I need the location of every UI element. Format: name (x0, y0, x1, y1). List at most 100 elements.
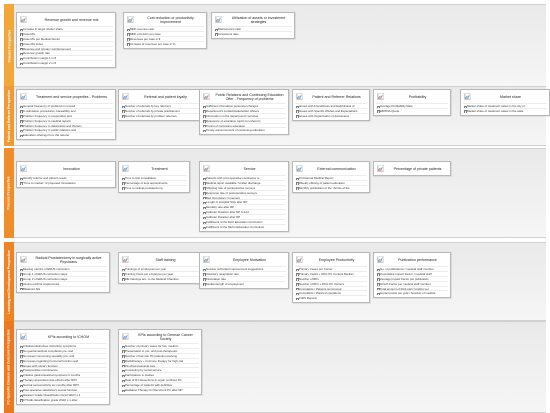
kpi-list-item[interactable]: Case Mix (19, 30, 113, 36)
kpi-list-item[interactable]: Increase in target shelter share (19, 26, 113, 31)
kpi-card[interactable]: Utilization of assets or investment stra… (211, 12, 295, 39)
kpi-card-header[interactable]: Innovation (17, 162, 115, 175)
kpi-list-item[interactable]: Participation in studies (121, 372, 199, 378)
kpi-list-item[interactable]: CIRS Reports (295, 295, 367, 301)
kpi-list-item[interactable]: Monthly publication of the "Article of t… (295, 184, 367, 190)
kpi-list-item[interactable]: Fulfillment of the EAU Education Curricu… (202, 219, 286, 224)
kpi-list-item[interactable]: Bed Occupancy in percent (202, 194, 286, 200)
kpi-list-item[interactable]: Number of referrals by key referrers (121, 103, 199, 108)
kpi-card[interactable]: Radical Prostatectomy in surgically acti… (16, 252, 110, 294)
kpi-list-item[interactable]: Problem frequency in diagnostics and the… (19, 122, 113, 128)
kpi-list-item[interactable]: Bilateral LNG (19, 285, 107, 291)
kpi-card-header[interactable]: KPIs according to ICHOM (17, 330, 109, 343)
kpi-list-item[interactable]: Issues with urinary function (19, 362, 107, 368)
kpi-list-item[interactable]: Provisional Medical Report (295, 175, 367, 180)
kpi-list-item[interactable]: Time to first consultation (121, 175, 187, 180)
kpi-list-item[interactable]: Meeting metrics of ERUS curriculum (19, 266, 107, 271)
kpi-list-item[interactable]: Median length of employment (202, 280, 286, 286)
kpi-list-item[interactable]: Post-operative satisfactory sexual funct… (19, 387, 107, 392)
kpi-card[interactable]: Public Relations and Continuing Educatio… (199, 89, 289, 136)
kpi-list-item[interactable]: Trainings of employees per year (121, 266, 199, 271)
kpi-card-header[interactable]: Employee Motivation (200, 253, 288, 266)
kpi-card-header[interactable]: Staff training (119, 253, 201, 266)
kpi-list-item[interactable]: Problem frequency in cooperation and (19, 112, 113, 118)
kpi-list-item[interactable]: Issues with Friendliness and Helpfulness… (295, 103, 367, 108)
kpi-card-header[interactable]: Publication performance (374, 253, 450, 266)
kpi-list-item[interactable]: Voluntary resignation rate (202, 270, 286, 276)
kpi-list-item[interactable]: No issues regarding hormonal function an… (19, 357, 107, 363)
kpi-list-item[interactable]: Fulfillment of the MeCu Education Curric… (202, 223, 286, 229)
kpi-list-item[interactable]: CTCAE classification grade WHO ≥ 1 after (19, 396, 107, 402)
kpi-list-item[interactable]: Psychooncological care (121, 362, 199, 368)
kpi-list-item[interactable]: Patients with post-operative continence … (202, 175, 286, 180)
kpi-list-item[interactable]: Therapy-associated side effects after RP… (19, 377, 107, 383)
kpi-list-item[interactable]: Relevance of education topics for referr… (202, 117, 286, 123)
kpi-list-item[interactable]: Shipping rate of postoperative surveys (202, 184, 286, 190)
kpi-list-item[interactable]: Presentation in pre- and post-therapeuti… (121, 347, 199, 353)
kpi-list-item[interactable]: Cumulative Impact Factor / medical staff (376, 270, 448, 276)
kpi-list-item[interactable]: Timing of continuing education (202, 122, 286, 128)
kpi-list-item[interactable]: Number of RPs (295, 275, 367, 281)
kpi-list-item[interactable]: Maintenance ratio (214, 26, 292, 31)
kpi-list-item[interactable]: Group 2 of ERUS curriculum steps (19, 275, 107, 281)
kpi-list-item[interactable]: Catheter Duration after RP S-12d (202, 209, 286, 215)
kpi-list-item[interactable]: Gleason Grade Classification Grad WHO ≥ … (19, 391, 107, 397)
kpi-list-item[interactable]: Timely announcement of continuing educat… (202, 127, 286, 133)
kpi-list-item[interactable]: Number submitted improvement suggestions (202, 266, 286, 271)
kpi-list-item[interactable]: Contribution margin 2 in € (19, 60, 113, 66)
kpi-list-item[interactable]: Catheter Duration after RP (202, 214, 286, 220)
kpi-list-item[interactable]: Irritative/obstructive micturition sympt… (19, 343, 107, 348)
kpi-list-item[interactable]: Contribution margin 1 in € (19, 55, 113, 61)
kpi-card-header[interactable]: Treatment and service properties - Probl… (17, 90, 115, 103)
kpi-list-item[interactable]: Revenues per case in € (126, 35, 204, 41)
kpi-list-item[interactable]: "Time to market" of proposed innovations (19, 179, 113, 185)
kpi-list-item[interactable]: Rate of R1 Resections in organ confined … (121, 377, 199, 383)
kpi-list-item[interactable]: Complaints / Planned operations (295, 290, 367, 296)
kpi-list-item[interactable]: Normal sexual activity six months after … (19, 382, 107, 388)
kpi-list-item[interactable]: Case Mix per Medical Doctor (19, 35, 113, 41)
kpi-list-item[interactable]: Weekly offering of patient education (295, 179, 367, 185)
kpi-list-item[interactable]: Vesico-urethral anastomosis (19, 280, 107, 286)
kpi-list-item[interactable]: MDK revenue ratio (126, 26, 204, 31)
kpi-list-item[interactable]: Group 1 of ERUS curriculum steps (19, 270, 107, 276)
kpi-list-item[interactable]: Education offerings from the referrer (19, 132, 113, 138)
kpi-card-header[interactable]: Referral and patient loyalty (119, 90, 201, 103)
kpi-card-header[interactable]: Patient and Referrer Relations (293, 90, 369, 103)
kpi-list-item[interactable]: Market share of treatment cases in the s… (463, 107, 547, 113)
kpi-list-item[interactable]: Case Mix Index (19, 40, 113, 46)
kpi-list-item[interactable]: Fluctuation rate (202, 275, 286, 281)
kpi-list-item[interactable]: No gastrointestinal complaints pre- and (19, 347, 107, 353)
kpi-card-header[interactable]: Radical Prostatectomy in surgically acti… (17, 253, 109, 266)
kpi-list-item[interactable]: Complaints / Patients summoned (295, 285, 367, 291)
kpi-list-item[interactable]: Irritative gastrointestinal symptoms 6 m… (19, 372, 107, 378)
kpi-list-item[interactable]: Issues with Specific Wishes and Expectat… (295, 107, 367, 113)
kpi-list-item[interactable]: Identify referrer and patient needs (19, 175, 113, 180)
kpi-list-item[interactable]: In admission procedures, traceability an… (19, 107, 113, 113)
kpi-list-item[interactable]: Problem frequency in medical reports (19, 117, 113, 123)
kpi-list-item[interactable]: Mortality rate after RP (202, 204, 286, 210)
kpi-card-header[interactable]: Service (200, 162, 288, 175)
kpi-list-item[interactable]: Issues with Organization of Admissions (295, 112, 367, 118)
kpi-list-item[interactable]: Response rate of postoperative surveys (202, 189, 286, 195)
kpi-list-item[interactable]: Counseling by social service (121, 367, 199, 373)
kpi-card-header[interactable]: Revenue growth and revenue mix (17, 13, 115, 26)
kpi-list-item[interactable]: Total amount of third-party funding per (376, 285, 448, 291)
kpi-list-item[interactable]: Radiotherapy + hormone therapy for high-… (121, 357, 199, 363)
kpi-card[interactable]: Percentage of private patients (373, 161, 451, 176)
kpi-list-item[interactable]: No issues concerning sexuality pre- and (19, 352, 107, 358)
kpi-list-item[interactable]: Information on the department's services (202, 112, 286, 118)
kpi-list-item[interactable]: Department's contact/stakeholder officer… (202, 107, 286, 113)
kpi-list-item[interactable]: Number of low risk PC patients receiving (121, 352, 199, 358)
kpi-list-item[interactable]: MDK provision per case (126, 30, 204, 36)
kpi-list-item[interactable]: No. of publications / medical staff memb… (376, 266, 448, 271)
